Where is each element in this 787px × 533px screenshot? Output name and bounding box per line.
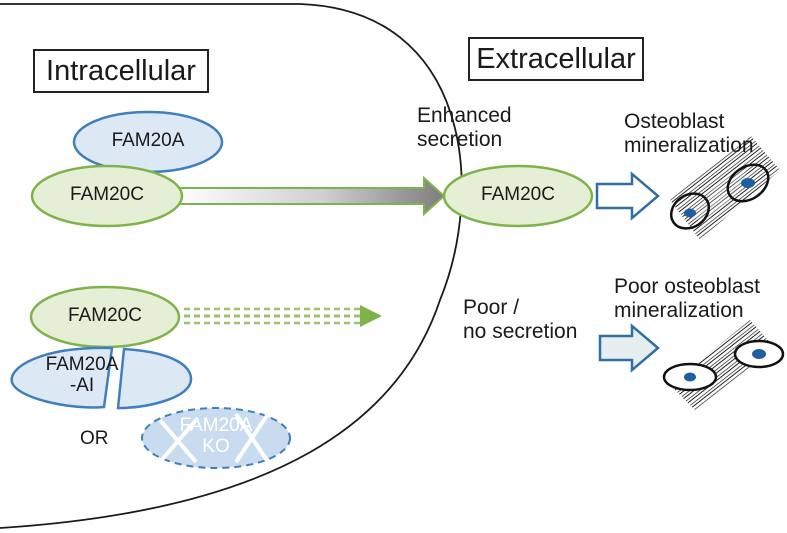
enhanced-line2: secretion — [417, 127, 503, 151]
osteoblast-matrix-good — [669, 135, 780, 240]
poor-line2: no secretion — [463, 319, 578, 343]
fam20c-extracellular-label: FAM20C — [481, 184, 555, 205]
fam20a-ai-left-piece — [10, 346, 114, 409]
or-label: OR — [80, 428, 109, 449]
fam20c-bottom-label: FAM20C — [68, 305, 142, 326]
intracellular-label: Intracellular — [33, 49, 209, 93]
fam20c-top-ellipse — [30, 164, 184, 228]
osteoblast-poor-line2: mineralization — [614, 298, 744, 322]
osteoblast-poor-label: Poor osteoblast mineralization — [614, 275, 760, 322]
fam20a-ko-line2: KO — [202, 435, 230, 457]
osteoblast-good-line1: Osteoblast — [624, 110, 725, 133]
extracellular-label: Extracellular — [468, 37, 644, 81]
fam20a-ai-label: FAM20A -AI — [22, 354, 142, 397]
mineralization-arrow-top — [595, 171, 660, 221]
poor-line1: Poor / — [463, 296, 520, 319]
fam20a-ko-label: FAM20A KO — [156, 415, 276, 458]
cell-membrane — [0, 3, 463, 529]
mineralization-arrow-bottom — [598, 323, 660, 373]
fam20a-ai-line1: FAM20A — [45, 354, 119, 375]
fam20c-extracellular-ellipse — [442, 164, 594, 228]
osteoblast-matrix-poor — [662, 320, 785, 410]
enhanced-line1: Enhanced — [417, 104, 512, 127]
fam20a-ko-line1: FAM20A — [179, 415, 253, 436]
poor-secretion-label: Poor / no secretion — [463, 296, 577, 343]
fam20a-ko-ellipse — [141, 407, 291, 469]
enhanced-secretion-arrow — [175, 175, 446, 217]
enhanced-secretion-label: Enhanced secretion — [417, 104, 512, 151]
poor-secretion-arrow — [184, 305, 382, 327]
fam20c-top-label: FAM20C — [70, 184, 144, 205]
osteoblast-poor-line1: Poor osteoblast — [614, 275, 760, 298]
fam20a-ai-line2: -AI — [69, 374, 95, 396]
fam20a-ai-right-piece — [116, 347, 193, 410]
fam20a-top-label: FAM20A — [111, 130, 185, 151]
osteoblast-good-line2: mineralization — [624, 133, 754, 157]
osteoblast-good-label: Osteoblast mineralization — [624, 110, 754, 157]
